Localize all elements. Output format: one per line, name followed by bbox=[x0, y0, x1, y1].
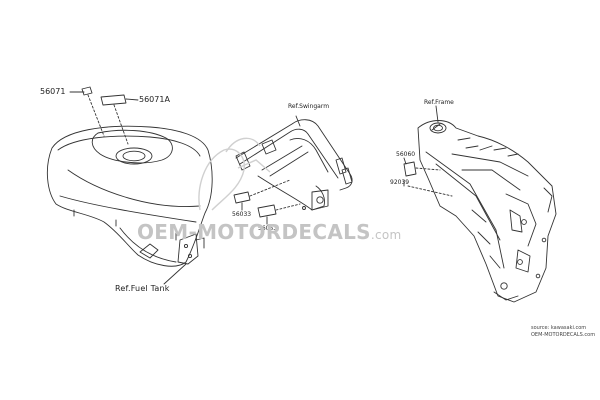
decal-56071A-drawing bbox=[100, 94, 127, 106]
leader-56071A bbox=[125, 98, 139, 101]
watermark-suffix: .com bbox=[370, 228, 402, 242]
decal-56060-drawing bbox=[403, 161, 417, 177]
swingarm-drawing bbox=[235, 115, 353, 211]
leader-56060-frame bbox=[415, 167, 441, 171]
source-credit: source: kawasaki.com OEM-MOTORDECALS.com bbox=[531, 325, 595, 339]
frame-drawing bbox=[417, 120, 557, 303]
leader-56071-tank bbox=[87, 94, 105, 137]
leader-56060-decal bbox=[403, 157, 407, 165]
part-number-56053: 56053 bbox=[258, 225, 278, 232]
watermark-text: OEM-MOTORDECALS.com bbox=[137, 220, 402, 244]
leader-56033-swingarm bbox=[249, 179, 291, 197]
ref-label-frame: Ref.Frame bbox=[424, 99, 454, 106]
leader-frame bbox=[435, 105, 439, 123]
leader-56053-swingarm bbox=[275, 203, 301, 211]
watermark-logo bbox=[198, 137, 271, 211]
decal-56071-drawing bbox=[81, 86, 93, 96]
fuel-tank-drawing bbox=[46, 125, 213, 267]
decal-56033-drawing bbox=[233, 191, 251, 204]
part-number-92039: 92039 bbox=[390, 179, 410, 186]
ref-label-swingarm: Ref.Swingarm bbox=[288, 103, 330, 110]
leader-56071A-tank bbox=[113, 104, 129, 145]
part-number-56071A: 56071A bbox=[139, 95, 170, 104]
watermark-main: OEM-MOTORDECALS bbox=[137, 220, 371, 244]
ref-label-fuel-tank: Ref.Fuel Tank bbox=[115, 284, 170, 293]
part-number-56071: 56071 bbox=[40, 87, 66, 96]
leader-fuel-tank bbox=[163, 263, 187, 285]
decal-56053-drawing bbox=[257, 204, 277, 218]
source-line-2: OEM-MOTORDECALS.com bbox=[531, 331, 596, 338]
source-line-1: source: kawasaki.com bbox=[531, 325, 587, 331]
leader-92039-frame bbox=[407, 185, 453, 197]
part-number-56033: 56033 bbox=[232, 211, 252, 218]
part-number-56060: 56060 bbox=[396, 151, 416, 158]
